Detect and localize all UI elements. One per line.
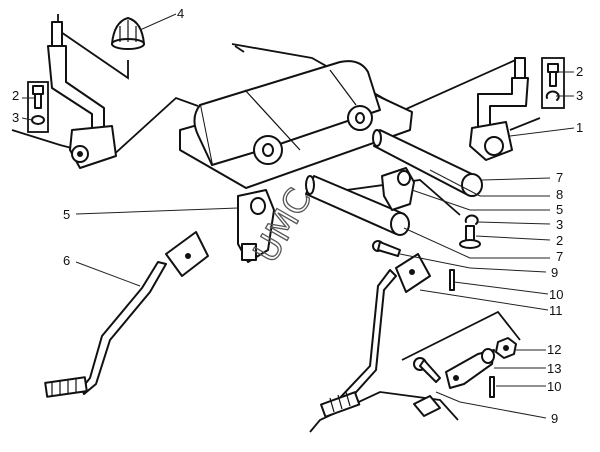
callout-10-lower: 10 [547,379,561,394]
callout-13: 13 [547,361,561,376]
nut-12 [495,337,517,359]
callout-9-upper: 9 [551,265,558,280]
bolt-2 [459,225,481,249]
right-pipe-fitting [469,57,529,161]
washer-3 [464,214,479,225]
cotter-pin-10-upper [449,269,455,291]
callout-3: 3 [556,217,563,232]
callout-5-left: 5 [63,207,70,222]
clamp-5-left [237,189,275,263]
leader-lines [21,13,575,419]
fork-13 [445,348,495,389]
cotter-pin-10-lower [489,376,495,398]
clamp-5-right [381,167,415,211]
pin-7-lower [305,175,410,236]
callout-3-left: 3 [12,110,19,125]
pin-7-upper [372,129,483,197]
callout-10-upper: 10 [549,287,563,302]
bolt-9-upper [372,240,401,257]
callout-3-right: 3 [576,88,583,103]
callout-12: 12 [547,342,561,357]
callout-2: 2 [556,233,563,248]
callout-9-lower: 9 [551,411,558,426]
callout-11: 11 [549,303,563,318]
left-pipe-fitting [47,21,117,169]
callout-7-upper: 7 [556,170,563,185]
callout-8: 8 [556,187,563,202]
right-bolt-washer [541,57,565,109]
left-bolt-washer [27,81,49,133]
lever-11 [320,253,431,418]
callout-1: 1 [576,120,583,135]
housing-plate [179,60,413,189]
callout-7-lower: 7 [556,249,563,264]
callout-5-right: 5 [556,202,563,217]
bolt-9-lower [413,357,441,417]
callout-6: 6 [63,253,70,268]
callout-4: 4 [177,6,184,21]
lever-6 [44,231,209,398]
callout-labels: 4 2 3 2 3 1 7 8 5 3 2 7 9 10 11 12 13 10… [12,6,583,426]
cap-part-4 [111,17,145,50]
callout-2-right: 2 [576,64,583,79]
callout-2-left: 2 [12,88,19,103]
